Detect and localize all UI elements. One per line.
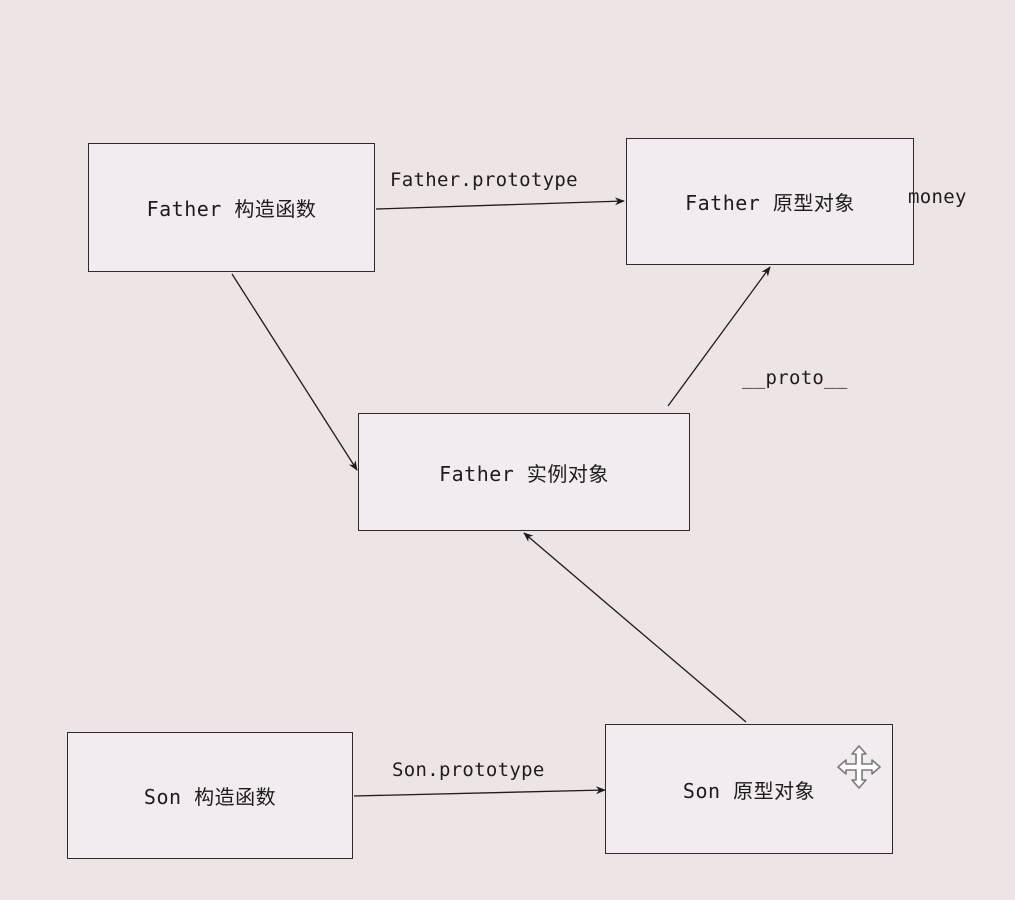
move-cursor-icon [837, 745, 881, 789]
father-instance-label: Father 实例对象 [439, 461, 609, 486]
father-constructor-label: Father 构造函数 [146, 197, 317, 221]
son-prototype-object-label: Son 原型对象 [682, 778, 816, 803]
father-prototype-object-node[interactable]: Father 原型对象 [626, 138, 914, 265]
edge-father-ctor-to-father-instance [231, 273, 358, 471]
money-label: money [908, 186, 967, 208]
father-prototype-object-label: Father 原型对象 [685, 191, 855, 215]
edge-label-proto: __proto__ [742, 367, 848, 389]
father-instance-node[interactable]: Father 实例对象 [358, 413, 690, 531]
edge-label-father-prototype: Father.prototype [390, 169, 578, 191]
father-constructor-node[interactable]: Father 构造函数 [88, 143, 375, 272]
edge-son-proto-to-father-instance [523, 532, 747, 723]
son-prototype-object-node[interactable]: Son 原型对象 [605, 724, 893, 854]
son-constructor-node[interactable]: Son 构造函数 [67, 732, 353, 859]
son-constructor-label: Son 构造函数 [143, 785, 277, 809]
edge-father-ctor-to-father-proto [375, 197, 625, 210]
edge-label-son-prototype: Son.prototype [392, 759, 545, 781]
edge-son-ctor-to-son-proto [353, 786, 606, 797]
